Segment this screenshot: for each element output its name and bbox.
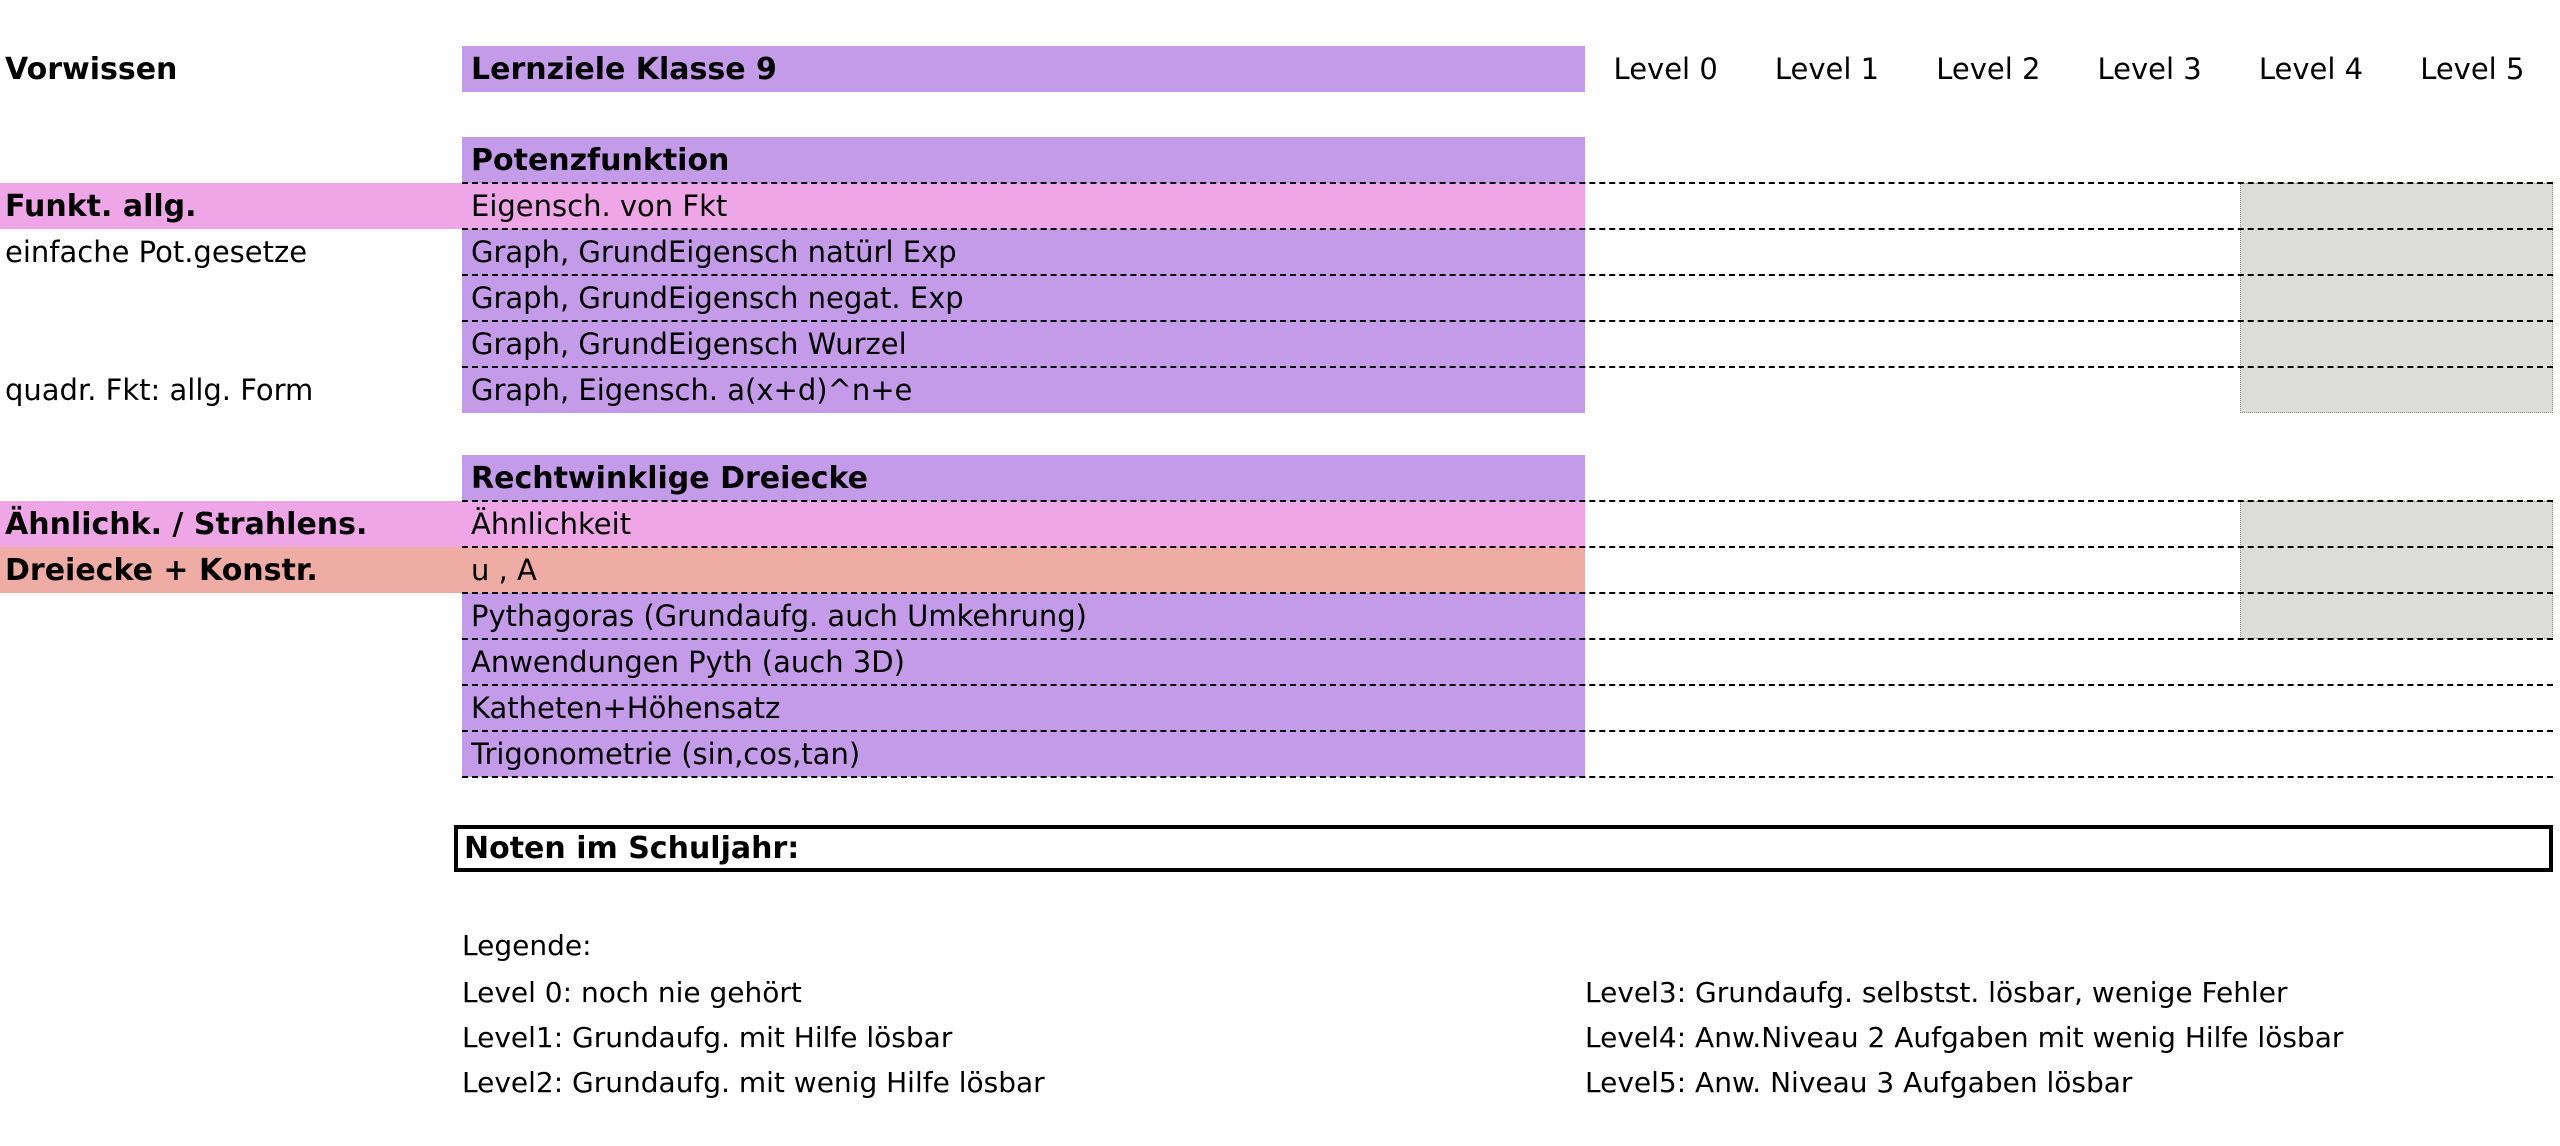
topic-label: Graph, GrundEigensch natürl Exp	[471, 235, 957, 269]
row-divider	[462, 228, 2553, 230]
table-row: quadr. Fkt: allg. Form Graph, Eigensch. …	[0, 366, 2560, 413]
table-row: Ähnlichk. / Strahlens. Ähnlichkeit	[0, 500, 2560, 547]
notes-label: Noten im Schuljahr:	[464, 831, 800, 866]
row-divider	[462, 684, 2553, 686]
table-row: Funkt. allg. Eigensch. von Fkt	[0, 182, 2560, 229]
row-divider	[462, 500, 2553, 502]
row-divider	[462, 546, 2553, 548]
legend-title: Legende:	[462, 928, 592, 962]
table-row: Graph, GrundEigensch Wurzel	[0, 320, 2560, 367]
level-header-1[interactable]: Level 1	[1774, 52, 1880, 86]
left-label-cell[interactable]: Ähnlichk. / Strahlens.	[0, 501, 462, 547]
left-label: quadr. Fkt: allg. Form	[5, 373, 314, 407]
section-title-cell[interactable]: Rechtwinklige Dreiecke	[462, 455, 1585, 501]
table-row: Katheten+Höhensatz	[0, 684, 2560, 731]
sheet-title: Lernziele Klasse 9	[471, 51, 777, 87]
topic-label: Graph, GrundEigensch Wurzel	[471, 327, 907, 361]
left-label: Dreiecke + Konstr.	[5, 552, 318, 588]
legend-item-level0: Level 0: noch nie gehört	[462, 975, 802, 1009]
topic-label: Pythagoras (Grundaufg. auch Umkehrung)	[471, 599, 1087, 633]
topic-label: Eigensch. von Fkt	[471, 189, 728, 223]
row-divider	[462, 730, 2553, 732]
topic-label: Trigonometrie (sin,cos,tan)	[471, 737, 861, 771]
left-label-cell[interactable]: Dreiecke + Konstr.	[0, 547, 462, 593]
topic-label: u , A	[471, 553, 537, 587]
topic-cell[interactable]: u , A	[462, 547, 1585, 593]
topic-label: Anwendungen Pyth (auch 3D)	[471, 645, 905, 679]
section-title: Potenzfunktion	[471, 142, 730, 178]
row-divider	[462, 592, 2553, 594]
legend-item-level3: Level3: Grundaufg. selbstst. lösbar, wen…	[1585, 975, 2288, 1009]
level-header-5[interactable]: Level 5	[2420, 52, 2525, 86]
legend-item-level2: Level2: Grundaufg. mit wenig Hilfe lösba…	[462, 1065, 1045, 1099]
left-label-cell[interactable]: einfache Pot.gesetze	[0, 229, 462, 275]
left-label: Ähnlichk. / Strahlens.	[5, 506, 368, 542]
gray-cells-potenzfunktion[interactable]	[2240, 183, 2553, 413]
table-row: Dreiecke + Konstr. u , A	[0, 546, 2560, 593]
table-row: Trigonometrie (sin,cos,tan)	[0, 730, 2560, 778]
level-header-3[interactable]: Level 3	[2097, 52, 2202, 86]
section-header-row: Rechtwinklige Dreiecke	[0, 455, 2560, 501]
row-divider	[462, 638, 2553, 640]
row-divider	[462, 182, 2553, 184]
sheet-title-cell[interactable]: Lernziele Klasse 9	[462, 46, 1585, 92]
topic-cell[interactable]: Ähnlichkeit	[462, 501, 1585, 547]
left-label: einfache Pot.gesetze	[5, 235, 308, 269]
table-row: Anwendungen Pyth (auch 3D)	[0, 638, 2560, 685]
section-rechtwinklige-dreiecke: Rechtwinklige Dreiecke Ähnlichk. / Strah…	[0, 455, 2560, 778]
legend-item-level5: Level5: Anw. Niveau 3 Aufgaben lösbar	[1585, 1065, 2133, 1099]
level-header-row: Level 0 Level 1 Level 2 Level 3 Level 4 …	[1585, 46, 2553, 92]
topic-cell[interactable]: Graph, Eigensch. a(x+d)^n+e	[462, 367, 1585, 413]
section-header-row: Potenzfunktion	[0, 137, 2560, 183]
notes-box[interactable]: Noten im Schuljahr:	[454, 825, 2553, 872]
topic-cell[interactable]: Trigonometrie (sin,cos,tan)	[462, 731, 1585, 777]
left-label-cell[interactable]: Funkt. allg.	[0, 183, 462, 229]
left-label-cell[interactable]: quadr. Fkt: allg. Form	[0, 367, 462, 413]
topic-cell[interactable]: Graph, GrundEigensch negat. Exp	[462, 275, 1585, 321]
topic-cell[interactable]: Graph, GrundEigensch Wurzel	[462, 321, 1585, 367]
topic-label: Katheten+Höhensatz	[471, 691, 781, 725]
level-header-0[interactable]: Level 0	[1613, 52, 1718, 86]
table-row: einfache Pot.gesetze Graph, GrundEigensc…	[0, 228, 2560, 275]
legend-item-level4: Level4: Anw.Niveau 2 Aufgaben mit wenig …	[1585, 1020, 2344, 1054]
topic-label: Graph, Eigensch. a(x+d)^n+e	[471, 373, 913, 407]
row-divider	[462, 274, 2553, 276]
table-row: Pythagoras (Grundaufg. auch Umkehrung)	[0, 592, 2560, 639]
table-row: Graph, GrundEigensch negat. Exp	[0, 274, 2560, 321]
section-title: Rechtwinklige Dreiecke	[471, 460, 869, 496]
topic-cell[interactable]: Pythagoras (Grundaufg. auch Umkehrung)	[462, 593, 1585, 639]
topic-cell[interactable]: Graph, GrundEigensch natürl Exp	[462, 229, 1585, 275]
level-header-2[interactable]: Level 2	[1936, 52, 2041, 86]
topic-cell[interactable]: Eigensch. von Fkt	[462, 183, 1585, 229]
gray-cells-dreiecke[interactable]	[2240, 501, 2553, 639]
row-divider	[462, 366, 2553, 368]
section-potenzfunktion: Potenzfunktion Funkt. allg. Eigensch. vo…	[0, 137, 2560, 413]
left-label: Funkt. allg.	[5, 188, 197, 224]
topic-cell[interactable]: Katheten+Höhensatz	[462, 685, 1585, 731]
level-header-4[interactable]: Level 4	[2258, 52, 2364, 86]
row-divider	[462, 320, 2553, 322]
topic-label: Graph, GrundEigensch negat. Exp	[471, 281, 964, 315]
topic-cell[interactable]: Anwendungen Pyth (auch 3D)	[462, 639, 1585, 685]
legend-item-level1: Level1: Grundaufg. mit Hilfe lösbar	[462, 1020, 953, 1054]
vorwissen-label: Vorwissen	[5, 51, 178, 87]
topic-label: Ähnlichkeit	[471, 507, 632, 541]
section-title-cell[interactable]: Potenzfunktion	[462, 137, 1585, 183]
row-divider	[462, 776, 2553, 778]
